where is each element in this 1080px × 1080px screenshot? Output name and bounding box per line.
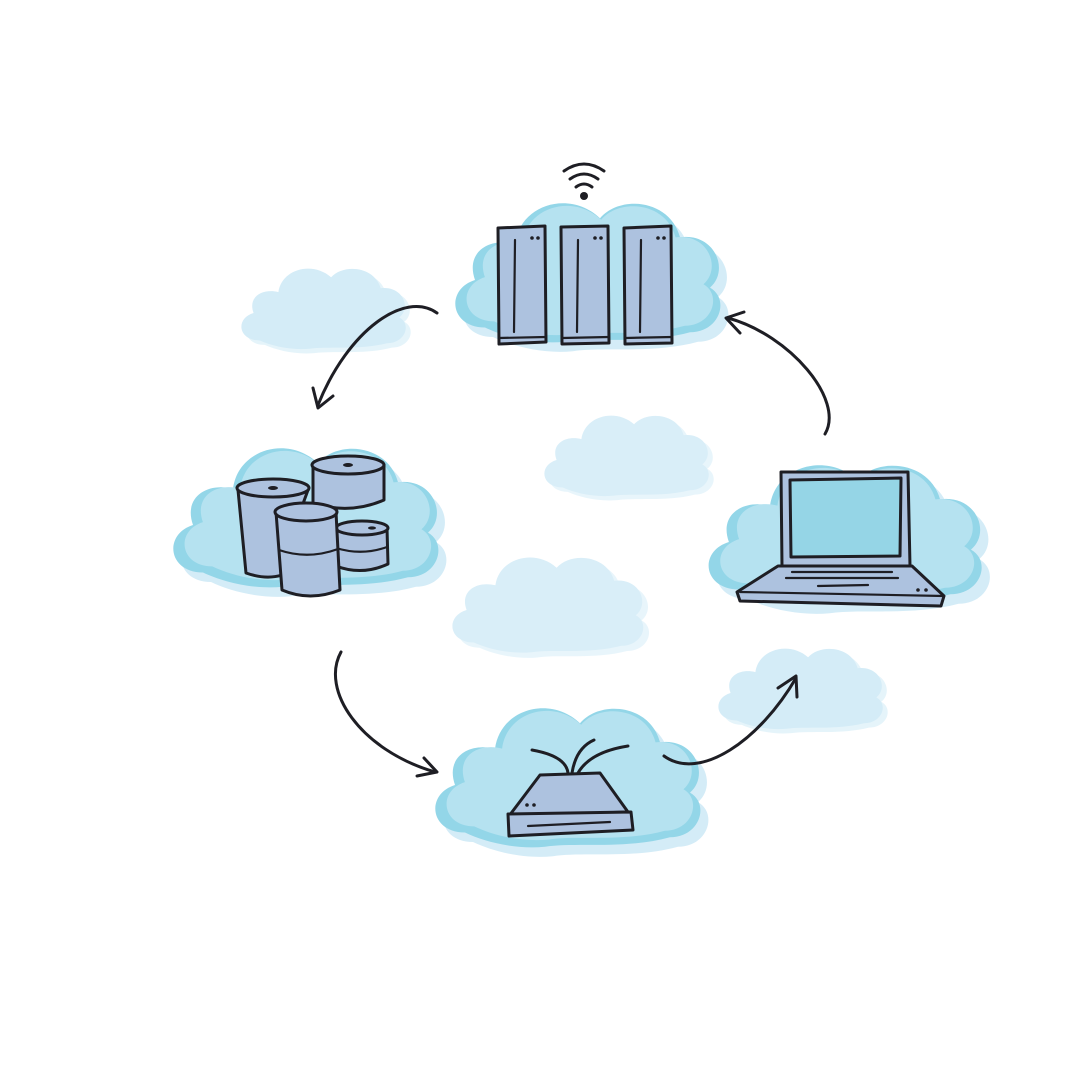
- decorative-cloud-lower-right: [718, 648, 888, 734]
- server-unit: [622, 224, 674, 346]
- decorative-cloud-lower-center: [452, 557, 650, 658]
- arrow-servers-to-database: [311, 305, 439, 410]
- database-cylinder: [273, 501, 342, 598]
- server-rack-icon: [496, 224, 674, 346]
- arrow-database-to-router: [334, 650, 439, 778]
- wifi-icon: [562, 162, 606, 200]
- server-unit: [559, 224, 611, 346]
- decorative-cloud-top-left: [241, 268, 411, 354]
- database-cylinder: [310, 454, 386, 510]
- laptop-icon: [735, 470, 946, 608]
- database-cylinder: [334, 519, 390, 572]
- server-unit: [496, 224, 548, 346]
- arrow-router-to-laptop: [662, 674, 799, 766]
- database-icon: [235, 454, 390, 598]
- router-icon: [506, 738, 635, 838]
- decorative-cloud-center: [544, 415, 714, 501]
- arrow-laptop-to-servers: [724, 310, 831, 436]
